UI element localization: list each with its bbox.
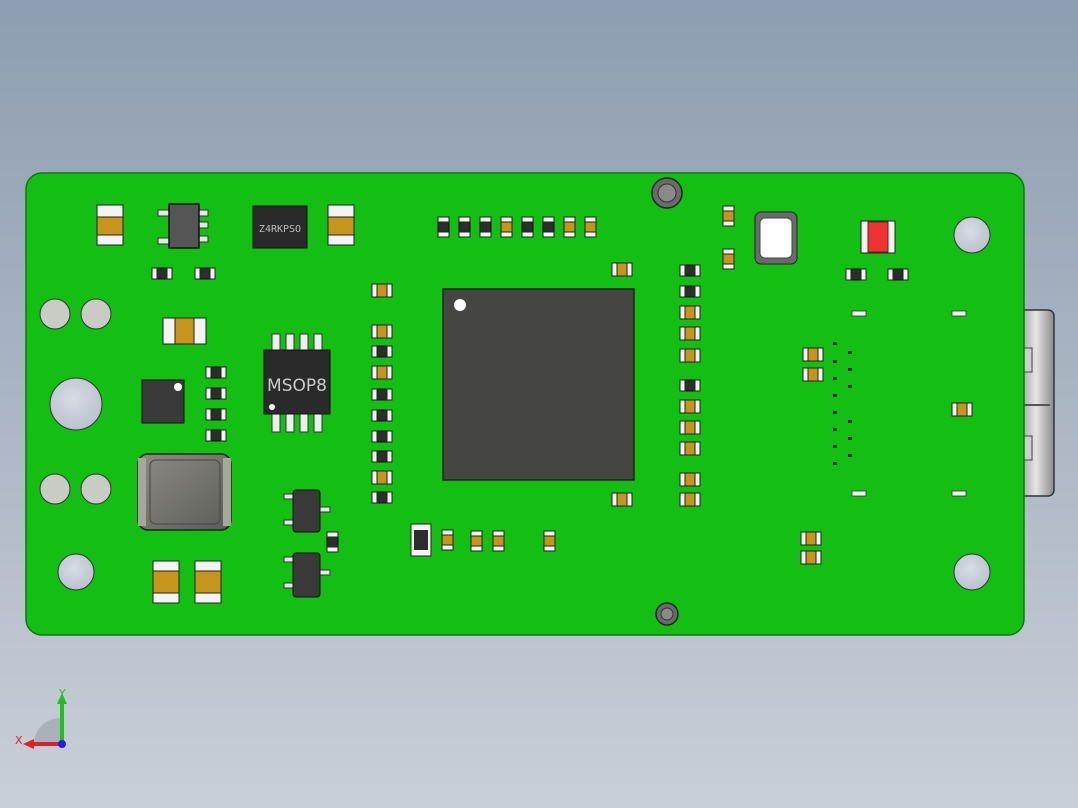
ic-marking: MSOP8 (267, 376, 327, 396)
tantalum-capacitors (96, 204, 355, 604)
orientation-triad[interactable]: Y X (12, 686, 74, 752)
marked-chip: Z4RKPSO (252, 205, 308, 249)
qfn-chip (141, 379, 185, 424)
crystal-oscillator (754, 211, 798, 265)
power-inductor (137, 453, 232, 531)
x-axis-arrow (23, 739, 34, 749)
x-axis-label: X (15, 734, 23, 747)
mounting-holes (39, 216, 991, 591)
main-processor (442, 288, 635, 481)
y-axis-arrow (57, 693, 67, 704)
y-axis-label: Y (58, 687, 66, 700)
z-axis-dot (58, 740, 66, 748)
standoffs (651, 177, 683, 626)
passive-components (151, 205, 973, 565)
triad-arc (34, 718, 60, 744)
chip-marking: Z4RKPSO (259, 224, 301, 235)
voltage-regulator (157, 203, 209, 249)
msop8-ic: MSOP8 (263, 333, 331, 433)
usb-connector (1017, 309, 1055, 497)
transistors (283, 489, 331, 598)
status-led (860, 220, 896, 254)
